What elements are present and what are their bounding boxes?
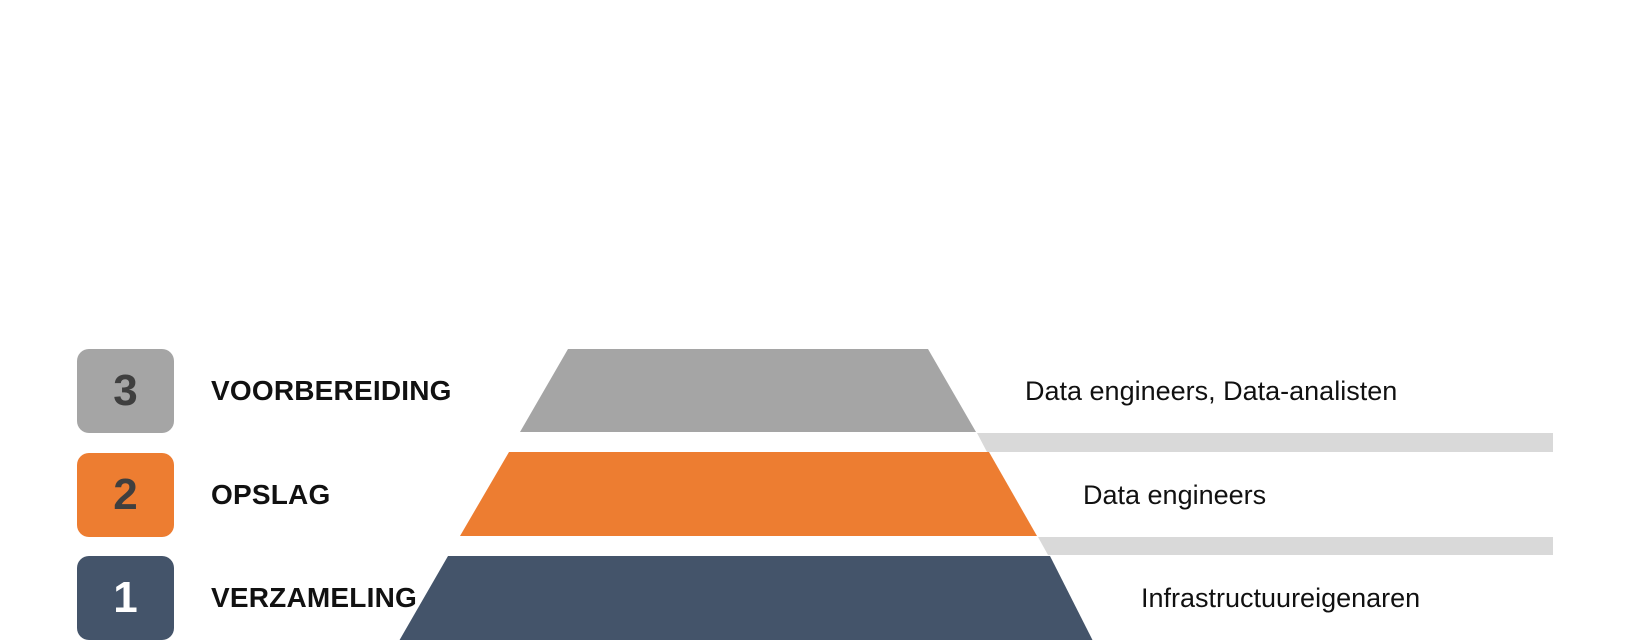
tier-1-number: 1 [113, 573, 138, 622]
tier-1-label: VERZAMELING [211, 582, 417, 613]
pyramid-tier-3 [520, 349, 976, 432]
separator-band-3-2 [977, 433, 1553, 452]
pyramid-tier-1 [399, 556, 1093, 640]
pyramid-tier-2 [460, 452, 1037, 536]
tier-1-roles: Infrastructuureigenaren [1141, 582, 1421, 613]
tier-2-roles: Data engineers [1083, 479, 1267, 510]
tier-1-number-badge: 1 [77, 556, 174, 640]
tier-2-number-badge: 2 [77, 453, 174, 537]
tier-3-label: VOORBEREIDING [211, 375, 452, 406]
tier-2-label: OPSLAG [211, 479, 331, 510]
separator-band-2-1 [1038, 537, 1553, 555]
tier-3-number: 3 [113, 366, 138, 415]
tier-2-number: 2 [113, 470, 138, 519]
tier-3-number-badge: 3 [77, 349, 174, 433]
tier-3-roles: Data engineers, Data-analisten [1025, 375, 1398, 406]
